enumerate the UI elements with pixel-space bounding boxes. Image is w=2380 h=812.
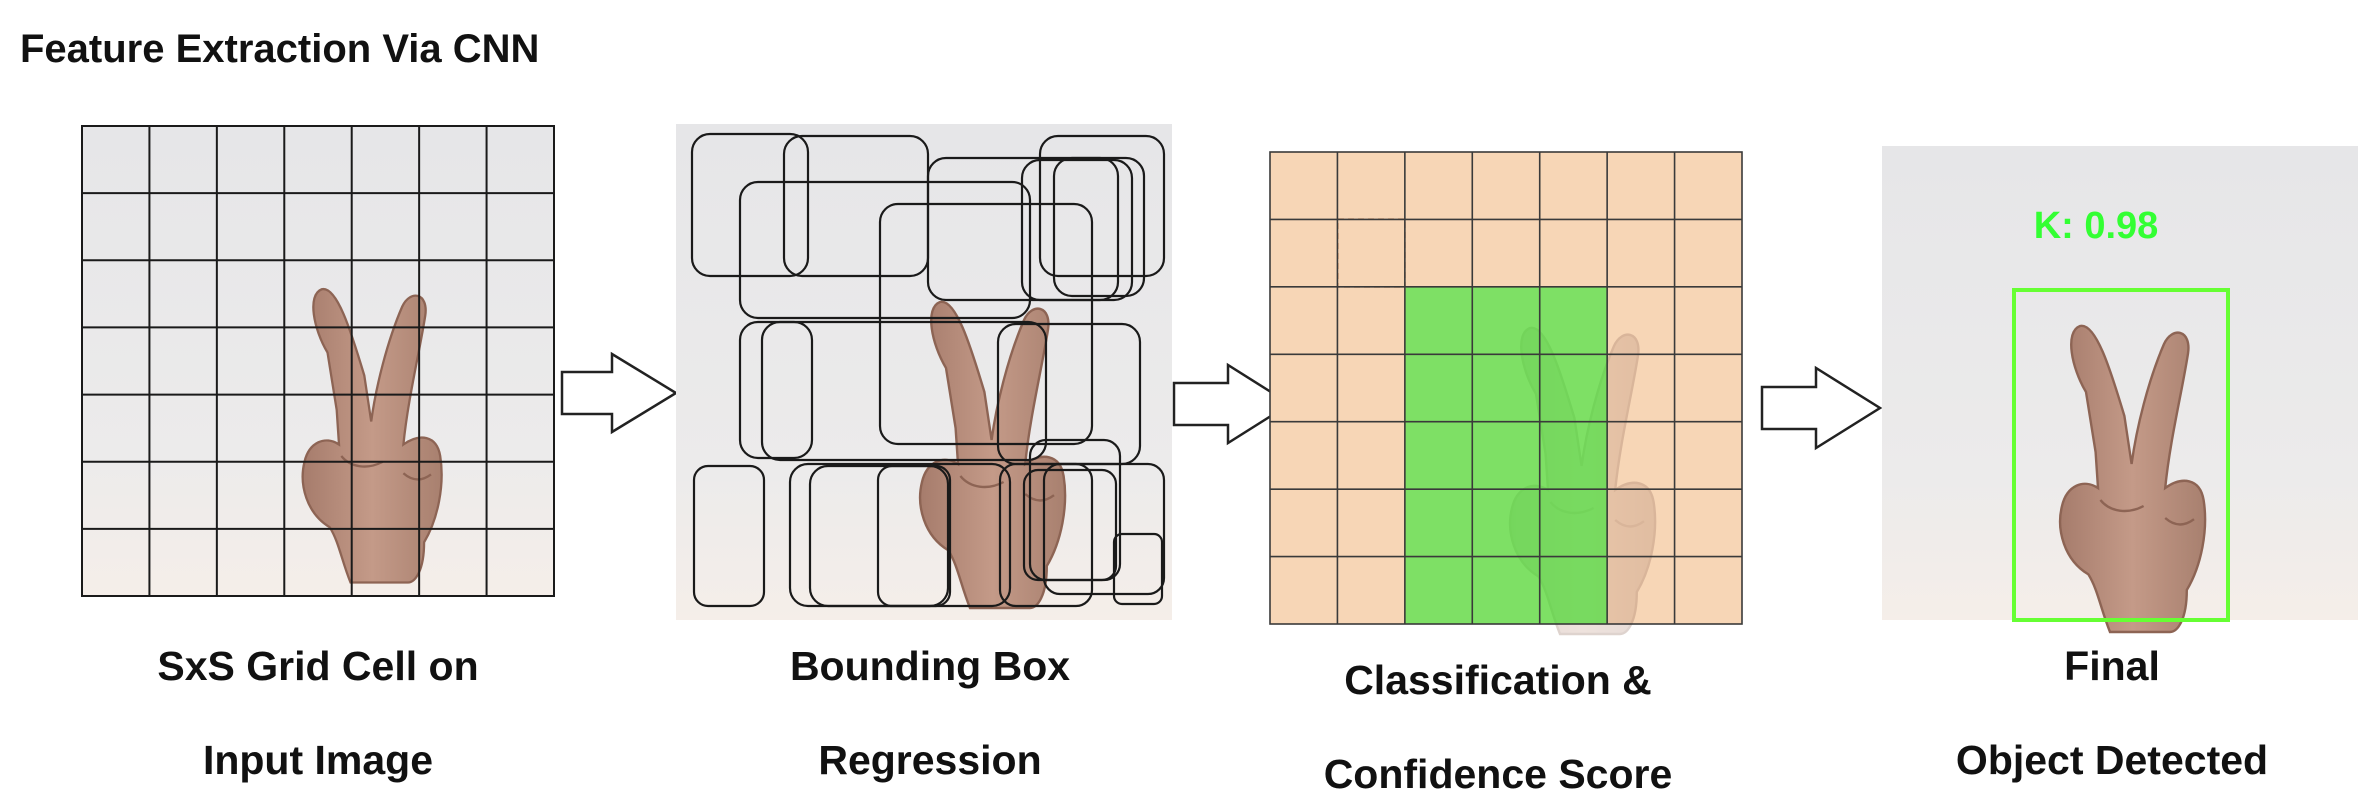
grid-border: [81, 125, 555, 597]
caption-bbox-line2: Regression: [818, 737, 1041, 783]
bounding-box-set: [690, 132, 1166, 608]
bounding-box: [1112, 532, 1164, 606]
detection-label: K: 0.98: [2034, 205, 2159, 247]
bounding-box: [1020, 158, 1134, 302]
detection-box: [2012, 288, 2230, 622]
caption-classify-line2: Confidence Score: [1324, 751, 1673, 797]
panel-final-detection: K: 0.98: [1882, 146, 2358, 634]
caption-bbox-line1: Bounding Box: [790, 643, 1070, 689]
grid-overlay: [81, 125, 555, 597]
object-cells-highlight: [1405, 287, 1608, 624]
bounding-box: [1042, 462, 1166, 596]
bounding-box: [692, 464, 766, 608]
panel-grid-input: [81, 125, 555, 597]
bbox-image-background: [676, 124, 1172, 620]
caption-final-line1: Final: [2064, 643, 2160, 689]
diagram-title: Feature Extraction Via CNN: [20, 27, 539, 71]
captions: SxS Grid Cell on Input Image Bounding Bo…: [157, 643, 2268, 797]
bounding-box: [738, 180, 1032, 320]
caption-grid-line1: SxS Grid Cell on: [157, 643, 478, 689]
bounding-box: [690, 132, 810, 278]
panel-bounding-boxes: [676, 124, 1172, 620]
bounding-box: [760, 320, 1048, 462]
panel-classification: [1269, 151, 1743, 636]
bounding-box: [1052, 156, 1146, 298]
bounding-box: [1022, 468, 1118, 582]
bounding-box: [926, 156, 1120, 302]
arrow-right-icon: [1760, 365, 1883, 451]
bounding-box: [1038, 134, 1166, 278]
input-image-background: [82, 126, 554, 596]
bounding-box: [998, 462, 1094, 608]
caption-final-line2: Object Detected: [1956, 737, 2268, 783]
grid-border: [1269, 151, 1743, 625]
arrow-right-icon: [1172, 362, 1293, 446]
bounding-box: [788, 462, 1012, 608]
caption-grid-line2: Input Image: [203, 737, 433, 783]
caption-classify-line1: Classification &: [1344, 657, 1652, 703]
arrow-right-icon: [560, 351, 679, 435]
grid-overlay: [1269, 151, 1743, 625]
